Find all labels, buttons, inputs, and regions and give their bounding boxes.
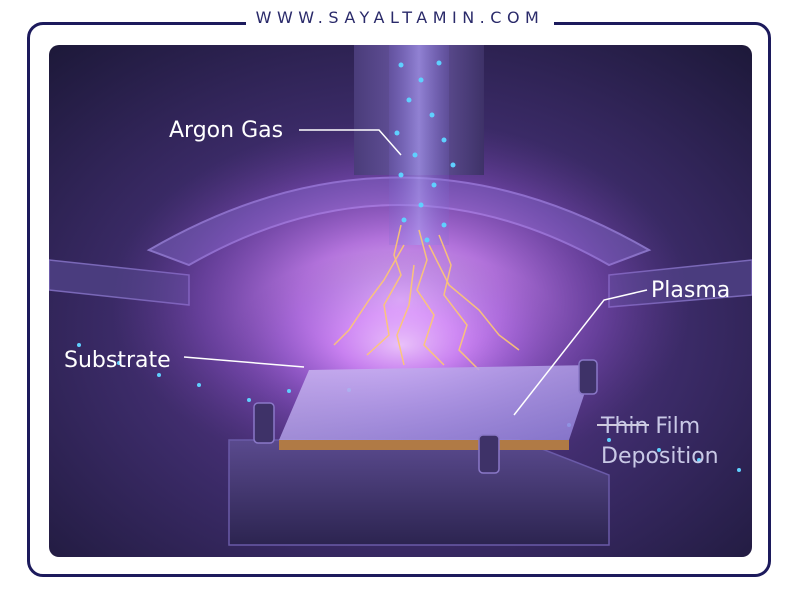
label-leader-lines — [183, 129, 649, 426]
sputtering-diagram: Argon Gas Plasma Substrate Thin Film Dep… — [49, 45, 752, 557]
label-thin-film-line2: Deposition — [601, 444, 719, 469]
label-thin-film-line1: Thin Film — [600, 414, 700, 439]
substrate-plate — [279, 365, 594, 440]
label-substrate: Substrate — [64, 348, 171, 373]
site-url-banner: WWW.SAYALTAMIN.COM — [0, 8, 800, 27]
substrate-edge — [279, 440, 569, 450]
label-plasma: Plasma — [651, 278, 730, 303]
plasma-arcs — [333, 224, 520, 371]
label-argon-gas: Argon Gas — [169, 118, 283, 143]
site-url-text: WWW.SAYALTAMIN.COM — [245, 8, 555, 27]
argon-particles — [77, 60, 741, 472]
gas-stream — [389, 45, 449, 245]
diagram-svg: Argon Gas Plasma Substrate Thin Film Dep… — [49, 45, 752, 557]
substrate-pins — [253, 359, 598, 474]
substrate-platform — [228, 439, 610, 546]
